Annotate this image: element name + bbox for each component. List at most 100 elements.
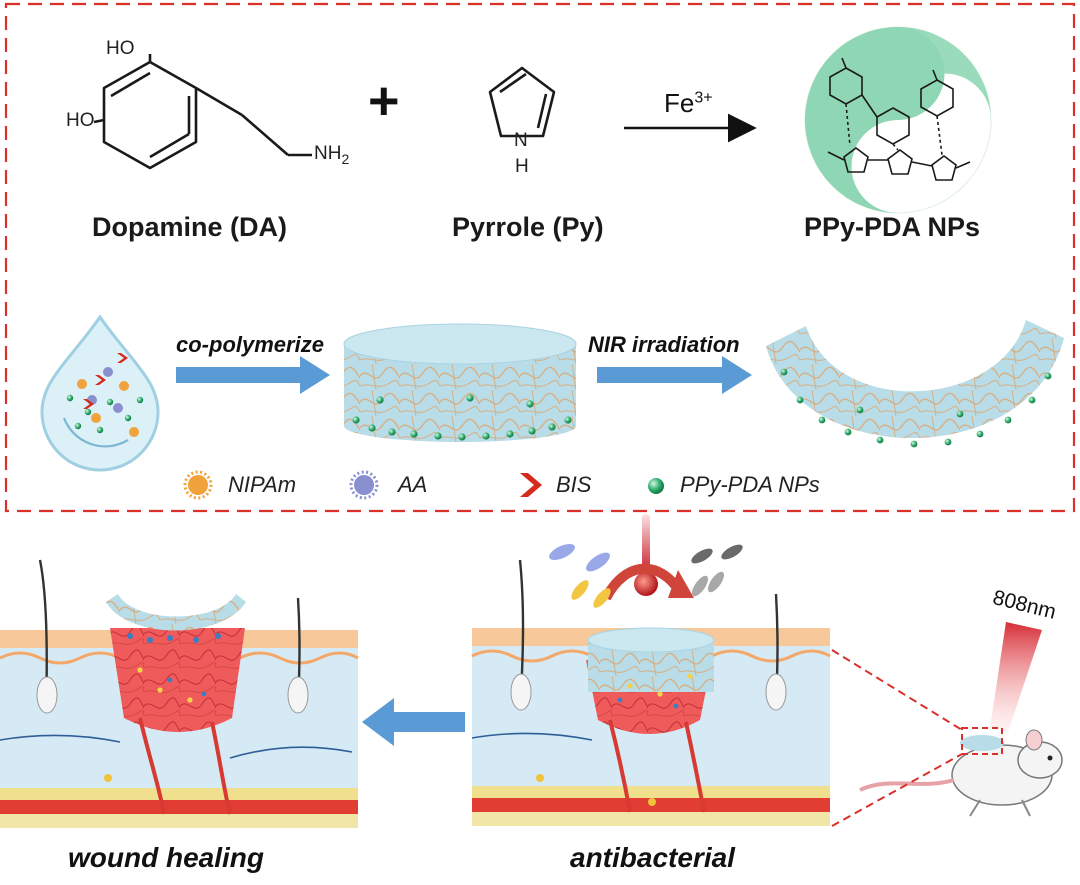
release-droplet — [167, 635, 173, 641]
droplet-nanoparticle — [136, 396, 144, 404]
hydrogel-nanoparticle — [458, 433, 466, 441]
droplet-nanoparticle — [124, 414, 132, 422]
bent-gel-nanoparticle — [944, 438, 952, 446]
bent-gel-nanoparticle — [856, 406, 864, 414]
dopamine-oh-bottom: HO — [66, 110, 95, 131]
thermometer — [634, 514, 658, 596]
plus-sign: + — [368, 71, 400, 131]
wound-cell — [201, 691, 207, 697]
legend-markers — [183, 470, 664, 500]
droplet-bis — [95, 375, 106, 385]
fat-cell — [104, 774, 112, 782]
hydrogel-nanoparticle — [564, 416, 572, 424]
mouse — [859, 729, 1063, 817]
legend-ppy-pda-marker — [648, 478, 664, 494]
bent-gel-nanoparticle — [1004, 416, 1012, 424]
wound-spot — [687, 673, 693, 679]
droplet-bis — [83, 399, 94, 409]
wound-spot — [187, 697, 193, 703]
droplet-nanoparticle — [66, 394, 74, 402]
fat-cell — [536, 774, 544, 782]
pyrrole-nitrogen: N — [514, 130, 528, 151]
wound-spot — [627, 683, 633, 689]
legend-ppy-pda-label: PPy-PDA NPs — [680, 472, 820, 497]
hydrogel-nanoparticle — [482, 432, 490, 440]
hydrogel-nanoparticle — [388, 428, 396, 436]
wound-healing-panel — [0, 559, 359, 828]
catalyst-label: Fe3+ — [664, 88, 713, 119]
target-box — [961, 727, 1003, 755]
heat-arrow-head — [668, 570, 694, 598]
hydrogel-nanoparticle — [548, 423, 556, 431]
legend-nipam-marker — [183, 470, 213, 500]
hydrogel-nanoparticle — [352, 416, 360, 424]
dopamine-amine-text: NH — [314, 143, 342, 164]
catalyst-charge: 3+ — [694, 89, 713, 107]
wound-cell — [673, 703, 679, 709]
bent-gel-nanoparticle — [796, 396, 804, 404]
dopamine-label: Dopamine (DA) — [92, 212, 287, 242]
release-droplet — [127, 633, 133, 639]
legend-aa-marker — [349, 470, 379, 500]
release-droplet — [215, 633, 221, 639]
zoom-line-bottom — [831, 753, 963, 827]
wound-cell — [167, 677, 173, 683]
bent-hydrogel — [766, 320, 1064, 439]
bent-gel-nanoparticle — [876, 436, 884, 444]
hydrogel-nanoparticle — [368, 424, 376, 432]
antibacterial-caption: antibacterial — [570, 842, 735, 873]
hydrogel-nanoparticle — [506, 430, 514, 438]
nir-irradiation-label: NIR irradiation — [588, 332, 740, 357]
nir-arrow — [597, 356, 752, 394]
heat-curved-arrow — [601, 563, 685, 601]
hydrogel-nanoparticle — [410, 430, 418, 438]
legend-bis-label: BIS — [556, 472, 592, 497]
droplet-aa — [103, 367, 113, 377]
droplet-nanoparticle — [96, 426, 104, 434]
copolymerize-arrow — [176, 356, 330, 394]
product-nanoparticle — [804, 26, 992, 214]
wound-spot — [657, 691, 663, 697]
bent-gel-nanoparticle — [1028, 396, 1036, 404]
release-droplet — [193, 637, 199, 643]
laser-beam — [990, 622, 1042, 732]
dopamine-amine-sub: 2 — [341, 150, 350, 167]
hydrogel-nanoparticle — [526, 400, 534, 408]
bent-gel-nanoparticle — [1044, 372, 1052, 380]
monomer-layer — [77, 353, 693, 806]
bent-gel-nanoparticle — [780, 368, 788, 376]
wound-cell — [617, 697, 623, 703]
hydrogel-nanoparticle — [376, 396, 384, 404]
pyrrole-hydrogen: H — [515, 156, 529, 177]
nanoparticle-layer — [66, 368, 1052, 448]
healing-arrow — [362, 698, 465, 746]
droplet-nipam — [91, 413, 101, 423]
bent-gel-nanoparticle — [956, 410, 964, 418]
bent-gel-nanoparticle — [818, 416, 826, 424]
dopamine-structure — [93, 54, 312, 170]
wound-healing-caption: wound healing — [68, 842, 264, 873]
wound-spot — [137, 667, 143, 673]
antibacterial-panel — [471, 559, 831, 826]
droplet-nipam — [129, 427, 139, 437]
droplet-aa — [113, 403, 123, 413]
release-droplet — [147, 637, 153, 643]
bent-gel-nanoparticle — [976, 430, 984, 438]
pyrrole-label: Pyrrole (Py) — [452, 212, 604, 242]
pyrrole-structure — [488, 66, 556, 138]
zoom-line-top — [831, 649, 963, 731]
hydrogel-nanoparticle — [434, 432, 442, 440]
precursor-droplet — [40, 314, 160, 472]
hydrogel-nanoparticle — [466, 394, 474, 402]
bent-gel-nanoparticle — [844, 428, 852, 436]
catalyst-symbol: Fe — [664, 88, 695, 118]
droplet-nipam — [77, 379, 87, 389]
bacteria-dead — [691, 544, 743, 597]
dopamine-amine: NH2 — [314, 143, 349, 167]
wound-spot — [157, 687, 163, 693]
droplet-nanoparticle — [106, 398, 114, 406]
legend-aa-label: AA — [398, 472, 428, 497]
droplet-nanoparticle — [74, 422, 82, 430]
